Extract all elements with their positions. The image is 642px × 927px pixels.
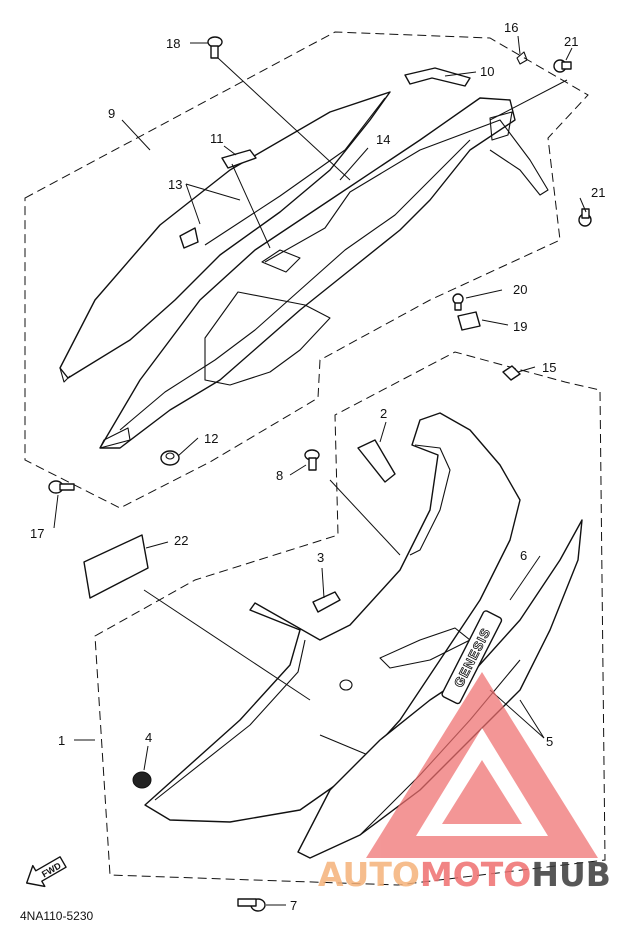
callout-7: 7 (290, 898, 297, 913)
tail-frame-rail (264, 119, 549, 263)
callout-9: 9 (108, 106, 115, 121)
group-boundary-lower (94, 351, 606, 886)
callout-3: 3 (317, 550, 324, 565)
watermark-wordmark: AUTOMOTOHUB (318, 855, 611, 894)
seat-cover-panel (59, 91, 391, 379)
callout-5: 5 (546, 734, 553, 749)
clip-part-13 (179, 227, 199, 249)
side-trim-panel (297, 519, 583, 859)
callout-8: 8 (276, 468, 283, 483)
callout-4: 4 (145, 730, 152, 745)
watermark-word-moto: MOTO (420, 855, 531, 894)
callout-13: 13 (168, 177, 182, 192)
pad-part-2 (357, 439, 396, 483)
callout-16: 16 (504, 20, 518, 35)
tail-frame-inner (119, 139, 471, 431)
tail-frame-window (204, 291, 331, 386)
watermark-triangle-core (442, 760, 522, 824)
bolt-part-8 (304, 449, 320, 471)
callout-21-side: 21 (591, 185, 605, 200)
tab-part-16 (516, 51, 528, 65)
callout-19: 19 (513, 319, 527, 334)
callout-15: 15 (542, 360, 556, 375)
callout-2: 2 (380, 406, 387, 421)
group-boundary-upper (24, 31, 589, 509)
callout-21-top: 21 (564, 34, 578, 49)
callout-11: 11 (210, 131, 224, 146)
watermark-word-hub: HUB (531, 855, 611, 894)
callout-10: 10 (480, 64, 494, 79)
pad-part-3 (312, 591, 341, 613)
screw-part-21-lower (578, 208, 592, 227)
seat-cover-end (59, 367, 71, 383)
watermark-logo (366, 672, 598, 858)
seat-cover-inner-edge (204, 97, 386, 246)
callout-20: 20 (513, 282, 527, 297)
pad-part-10 (404, 67, 471, 87)
callout-22: 22 (174, 533, 188, 548)
svg-text:AUTOMOTOHUB: AUTOMOTOHUB (318, 855, 611, 894)
tail-frame-outer (99, 97, 516, 449)
side-cover-lip (409, 444, 451, 556)
screw-part-20 (452, 293, 464, 311)
tail-frame-mount (261, 249, 301, 273)
pad-part-11 (221, 149, 257, 169)
bolt-part-7 (237, 898, 266, 912)
side-cover-inner-line (154, 639, 306, 801)
fwd-arrow: FWD (25, 856, 67, 888)
pad-part-15 (502, 365, 521, 381)
callout-14: 14 (376, 132, 390, 147)
sheet-part-22 (83, 534, 149, 599)
bolt-part-18 (207, 36, 223, 59)
callout-6: 6 (520, 548, 527, 563)
part-code: 4NA110-5230 (20, 909, 93, 923)
tail-frame-tip (99, 427, 131, 449)
grommet-part-4 (132, 771, 152, 789)
leader-lines (53, 35, 587, 906)
grommet-part-12 (160, 450, 180, 466)
callout-17: 17 (30, 526, 44, 541)
tail-frame-bracket (489, 111, 513, 141)
nut-part-19 (457, 311, 481, 331)
callout-18: 18 (166, 36, 180, 51)
bolt-part-17 (48, 480, 75, 494)
callout-12: 12 (204, 431, 218, 446)
screw-part-21-upper (553, 59, 572, 73)
callout-1: 1 (58, 733, 65, 748)
side-cover-hole (339, 679, 353, 691)
watermark-word-auto: AUTO (318, 855, 420, 894)
callout-numbers: 1 2 3 4 5 6 7 8 9 10 11 12 13 14 15 16 1… (30, 20, 605, 913)
